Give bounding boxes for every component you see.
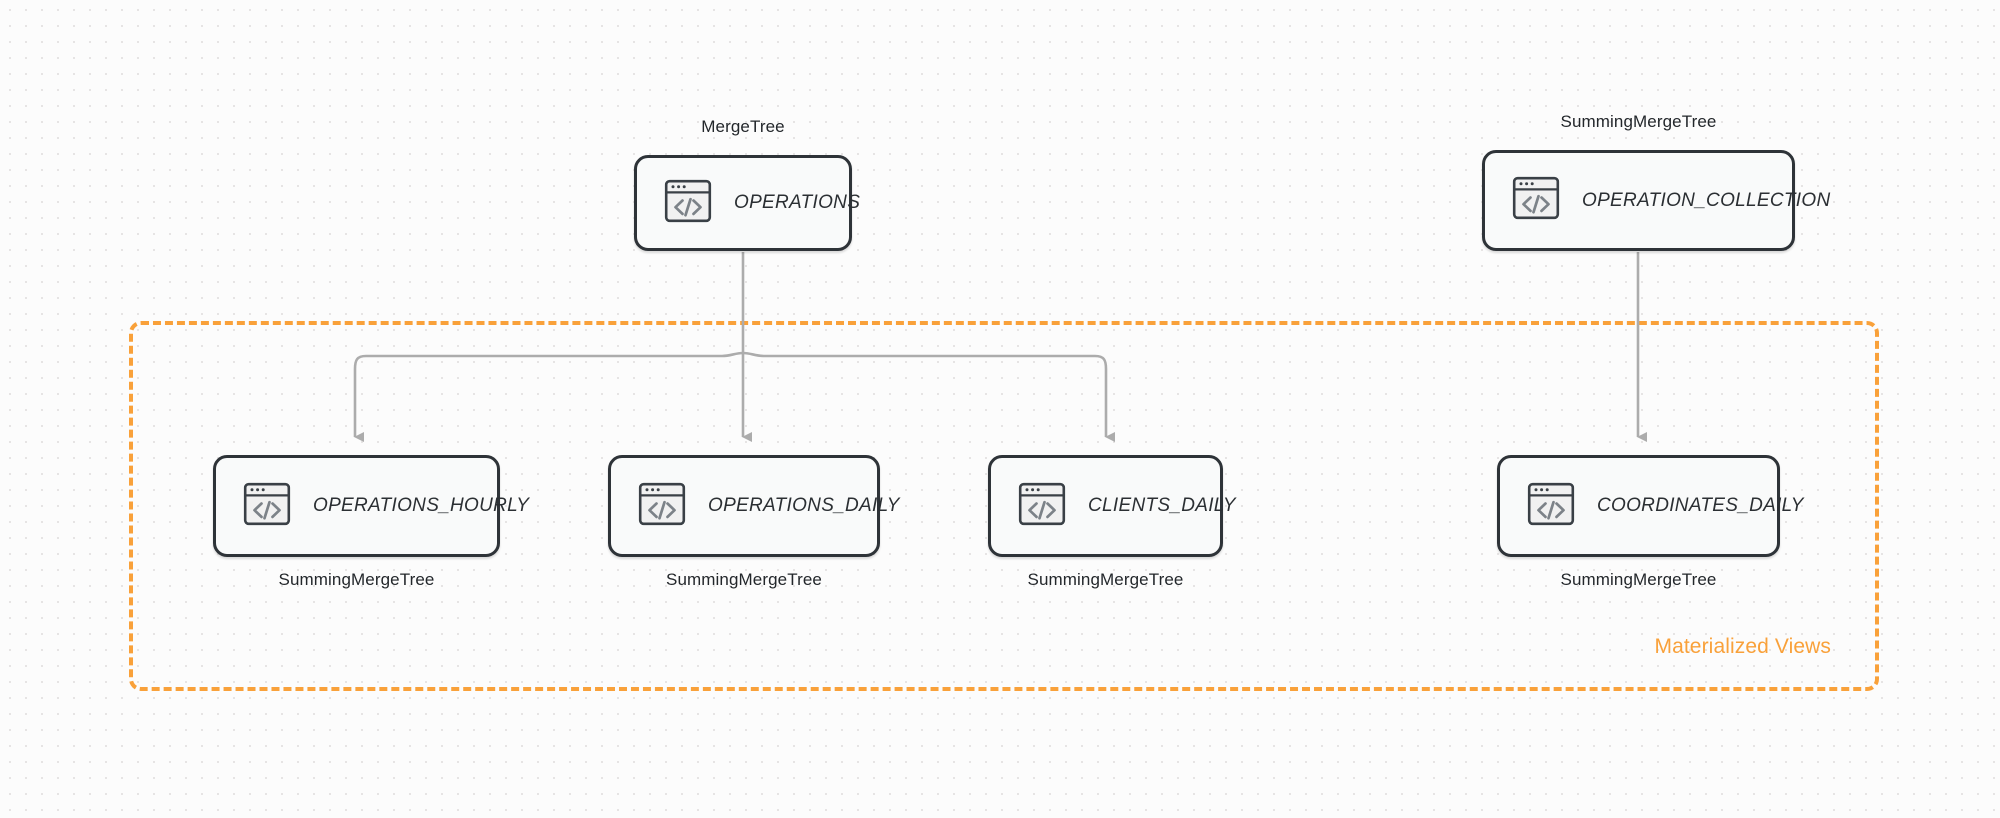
engine-caption-coordinates_daily: SummingMergeTree <box>1560 570 1717 589</box>
node-label: OPERATIONS_HOURLY <box>313 495 530 516</box>
code-window-icon-wrap <box>1018 482 1066 531</box>
node-label: CLIENTS_DAILY <box>1088 495 1236 516</box>
engine-caption-operations: MergeTree <box>701 117 785 136</box>
engine-caption-operations_daily: SummingMergeTree <box>666 570 822 589</box>
engine-caption-clients_daily: SummingMergeTree <box>1027 570 1184 589</box>
code-window-icon-wrap <box>243 482 291 531</box>
code-window-icon <box>638 482 686 525</box>
engine-caption-operations_hourly: SummingMergeTree <box>278 570 435 589</box>
node-operation_collection[interactable]: OPERATION_COLLECTION <box>1482 150 1830 251</box>
code-window-icon-wrap <box>664 179 712 228</box>
node-clients_daily[interactable]: CLIENTS_DAILY <box>988 455 1236 557</box>
node-operations[interactable]: OPERATIONS <box>634 155 860 251</box>
node-operations_hourly[interactable]: OPERATIONS_HOURLY <box>213 455 529 557</box>
node-coordinates_daily[interactable]: COORDINATES_DAILY <box>1497 455 1803 557</box>
code-window-icon <box>664 179 712 222</box>
code-window-icon <box>1018 482 1066 525</box>
code-window-icon-wrap <box>1512 176 1560 225</box>
code-window-icon-wrap <box>1527 482 1575 531</box>
code-window-icon <box>243 482 291 525</box>
node-operations_daily[interactable]: OPERATIONS_DAILY <box>608 455 899 557</box>
materialized-views-group: Materialized Views <box>129 321 1879 691</box>
node-label: COORDINATES_DAILY <box>1597 495 1804 516</box>
engine-caption-operation_collection: SummingMergeTree <box>1560 112 1717 131</box>
node-label: OPERATION_COLLECTION <box>1582 189 1831 211</box>
code-window-icon <box>1527 482 1575 525</box>
code-window-icon-wrap <box>638 482 686 531</box>
node-label: OPERATIONS <box>734 192 861 213</box>
materialized-views-label: Materialized Views <box>1654 635 1831 658</box>
node-label: OPERATIONS_DAILY <box>708 495 900 516</box>
code-window-icon <box>1512 176 1560 220</box>
